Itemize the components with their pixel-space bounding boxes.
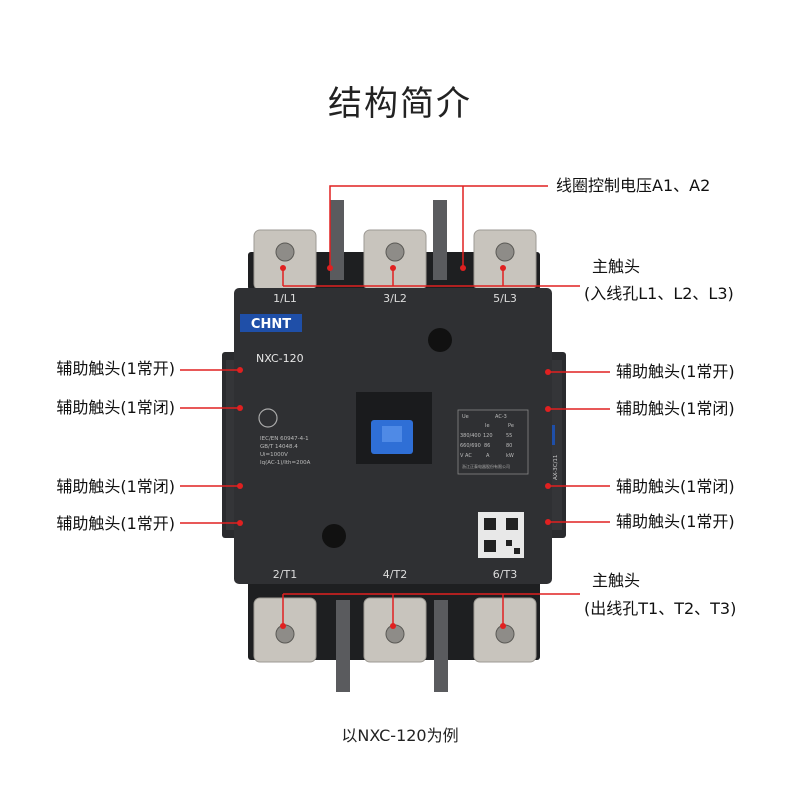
table-sub: Pe [508,423,514,429]
label-coil-voltage: 线圈控制电压A1、A2 [556,176,711,195]
contactor-body [234,288,552,584]
table-sub: Ie [485,423,490,429]
label-aux-right-nc-2: 辅助触头(1常闭) [616,477,735,496]
table-cell: 55 [506,433,512,439]
label-aux-right-no-2: 辅助触头(1常开) [616,512,735,531]
footer-caption: 以NXC-120为例 [341,726,459,745]
terminal-label: 5/L3 [493,292,517,305]
label-aux-left-nc-1: 辅助触头(1常闭) [56,398,175,417]
spec-line: GB/T 14048.4 [260,444,298,450]
model-label: NXC-120 [256,352,304,365]
label-aux-right-nc-1: 辅助触头(1常闭) [616,399,735,418]
ccc-mark [258,408,278,428]
label-aux-left-nc-2: 辅助触头(1常闭) [56,477,175,496]
table-cell: V AC [460,453,472,459]
maker-label: 浙江正泰电器股份有限公司 [462,463,510,469]
coil-pin-a1 [330,200,344,280]
label-aux-left-no-2: 辅助触头(1常开) [56,514,175,533]
mount-hole-bottom [322,524,346,548]
page-title: 结构简介 [328,84,472,124]
table-cell: 80 [506,443,512,449]
terminal-label: 6/T3 [493,568,517,581]
table-cell: 380/400 [460,433,481,439]
aux-module-label: AX-3C/11 [553,455,559,480]
lower-terminal-block [248,580,540,692]
spec-line: IEC/EN 60947-4-1 [260,436,309,442]
label-main-contact-out-detail: (出线孔T1、T2、T3) [584,599,737,618]
brand-logo: CHNT [251,317,291,332]
spec-line: Iq(AC-1)/Ith=200A [260,460,311,466]
screw-l2 [385,242,405,262]
upper-terminal-block [248,200,540,291]
table-cell: A [486,453,490,459]
screw-l1 [275,242,295,262]
mount-hole-top [428,328,452,352]
label-aux-left-no-1: 辅助触头(1常开) [56,359,175,378]
terminal-label: 3/L2 [383,292,407,305]
table-header: AC-3 [495,414,507,420]
table-cell: 120 [483,433,493,439]
label-main-contact-in: 主触头 [592,257,641,276]
table-cell: 86 [484,443,490,449]
label-main-contact-in-detail: (入线孔L1、L2、L3) [584,284,734,303]
terminal-label: 2/T1 [273,568,297,581]
label-main-contact-out: 主触头 [592,571,641,590]
device-text: 1/L1 3/L2 5/L3 2/T1 4/T2 6/T3 CHNT NXC-1… [240,292,559,581]
coil-pin-a2 [433,200,447,280]
label-aux-right-no-1: 辅助触头(1常开) [616,362,735,381]
terminal-label: 4/T2 [383,568,407,581]
table-header: Ue [462,414,469,420]
callout-dots [237,265,551,629]
table-cell: kW [506,453,514,459]
terminal-label: 1/L1 [273,292,297,305]
screw-l3 [495,242,515,262]
brand-badge [240,314,302,332]
spec-line: Ui=1000V [260,452,288,458]
callout-lines [180,185,610,626]
table-cell: 660/690 [460,443,481,449]
